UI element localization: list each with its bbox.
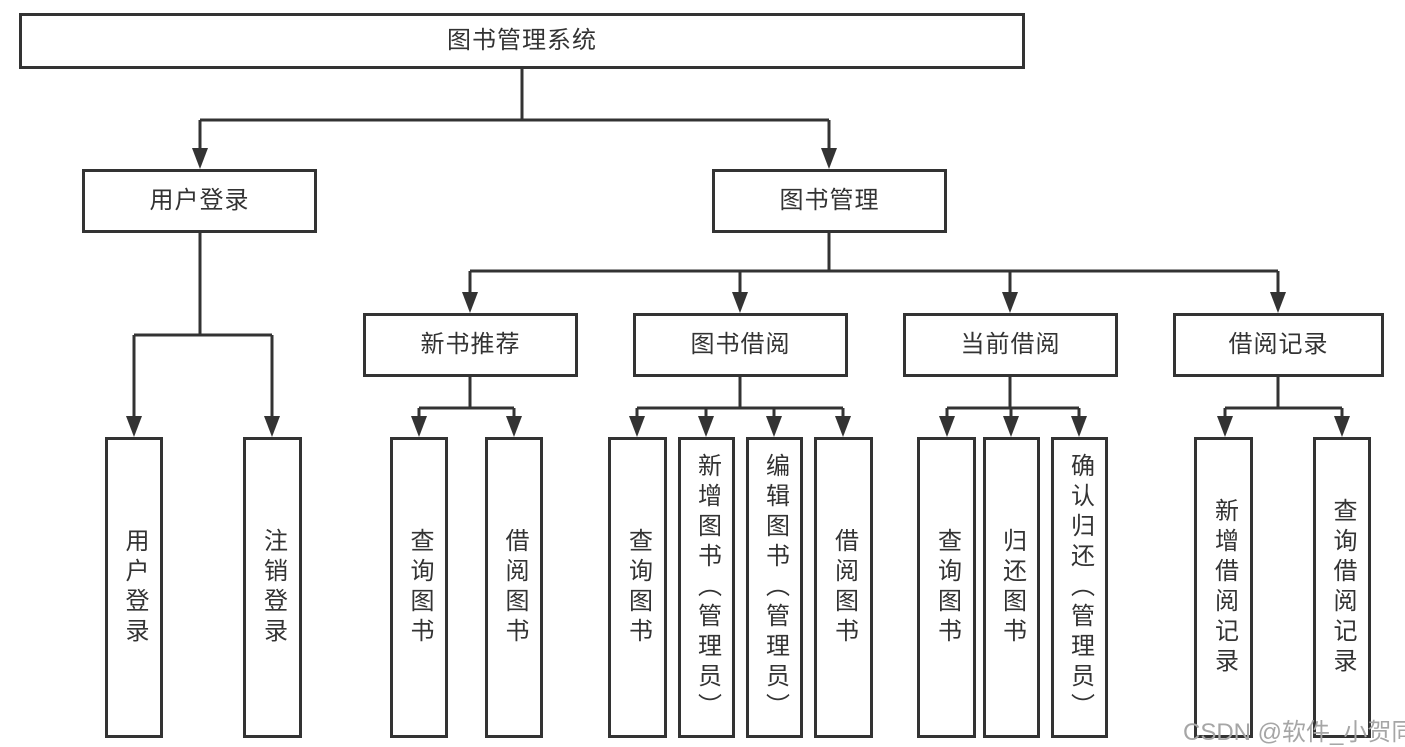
leaf-return-books-label: 归还图书 [998, 527, 1026, 648]
node-borrow-records: 借阅记录 [1173, 313, 1384, 377]
leaf-edit-books-admin: 编辑图书（管理员） [746, 437, 803, 738]
leaf-return-books: 归还图书 [983, 437, 1040, 738]
leaf-logout: 注销登录 [243, 437, 302, 738]
node-book-borrow-label: 图书借阅 [690, 331, 791, 358]
node-user-login-label: 用户登录 [149, 187, 250, 214]
leaf-add-borrow-record: 新增借阅记录 [1194, 437, 1253, 738]
node-new-book-recommend: 新书推荐 [363, 313, 578, 377]
leaf-query-books-borrow-label: 查询图书 [624, 527, 652, 648]
leaf-confirm-return-admin: 确认归还（管理员） [1051, 437, 1108, 738]
leaf-borrow-books-recommend: 借阅图书 [485, 437, 543, 738]
leaf-query-books-borrow: 查询图书 [608, 437, 667, 738]
leaf-add-books-admin-label: 新增图书（管理员） [693, 452, 721, 723]
leaf-query-books-recommend: 查询图书 [390, 437, 448, 738]
leaf-borrow-books-label: 借阅图书 [830, 527, 858, 648]
leaf-query-borrow-record: 查询借阅记录 [1313, 437, 1371, 738]
node-user-login: 用户登录 [82, 169, 317, 233]
leaf-borrow-books-recommend-label: 借阅图书 [501, 527, 528, 648]
node-library-system-label: 图书管理系统 [447, 27, 597, 54]
leaf-query-books-recommend-label: 查询图书 [406, 527, 433, 648]
leaf-edit-books-admin-label: 编辑图书（管理员） [761, 452, 789, 723]
leaf-confirm-return-admin-label: 确认归还（管理员） [1066, 452, 1094, 723]
leaf-logout-label: 注销登录 [259, 527, 287, 648]
leaf-user-login: 用户登录 [105, 437, 163, 738]
node-book-borrow: 图书借阅 [633, 313, 848, 377]
node-book-management: 图书管理 [712, 169, 947, 233]
node-current-borrow-label: 当前借阅 [960, 331, 1061, 358]
csdn-watermark: CSDN @软件_小贺同学 [1183, 719, 1405, 746]
leaf-add-books-admin: 新增图书（管理员） [678, 437, 735, 738]
leaf-query-borrow-record-label: 查询借阅记录 [1329, 497, 1356, 678]
leaf-add-borrow-record-label: 新增借阅记录 [1210, 497, 1238, 678]
node-current-borrow: 当前借阅 [903, 313, 1118, 377]
node-new-book-recommend-label: 新书推荐 [420, 331, 521, 358]
leaf-user-login-label: 用户登录 [121, 527, 148, 648]
leaf-query-books-current: 查询图书 [917, 437, 976, 738]
node-book-management-label: 图书管理 [779, 187, 880, 214]
leaf-borrow-books: 借阅图书 [814, 437, 873, 738]
leaf-query-books-current-label: 查询图书 [933, 527, 961, 648]
node-library-system: 图书管理系统 [19, 13, 1025, 69]
node-borrow-records-label: 借阅记录 [1228, 331, 1329, 358]
